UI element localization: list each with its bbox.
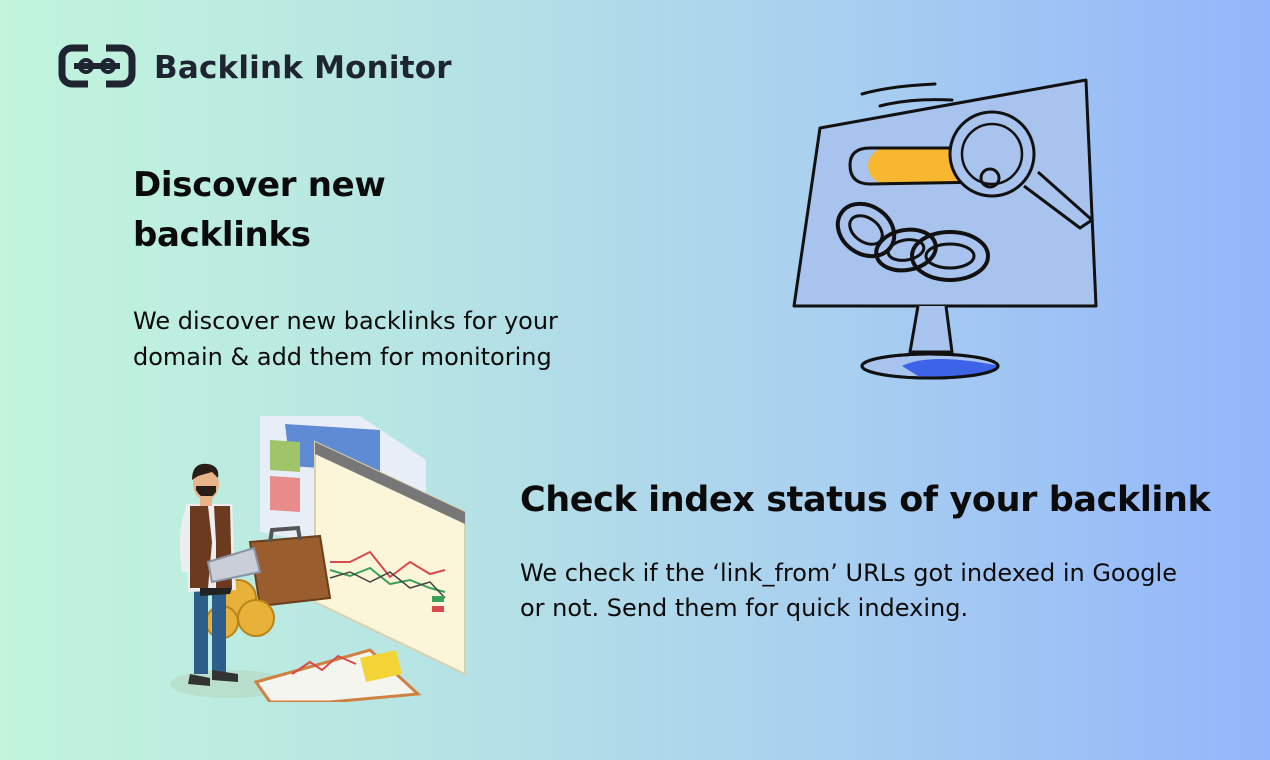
feature-title-discover: Discover new backlinks — [133, 165, 386, 255]
chain-link-logo-icon — [58, 44, 136, 92]
feature-description-discover: We discover new backlinks for your domai… — [133, 307, 558, 371]
businessman-charts-illustration — [160, 412, 480, 706]
brand-header: Backlink Monitor — [58, 44, 452, 92]
monitor-chain-magnifier-icon — [780, 70, 1110, 394]
brand-name: Backlink Monitor — [154, 50, 452, 86]
feature-title-index-status: Check index status of your backlink — [520, 480, 1211, 520]
feature-description-index-status: We check if the ‘link_from’ URLs got ind… — [520, 559, 1177, 622]
